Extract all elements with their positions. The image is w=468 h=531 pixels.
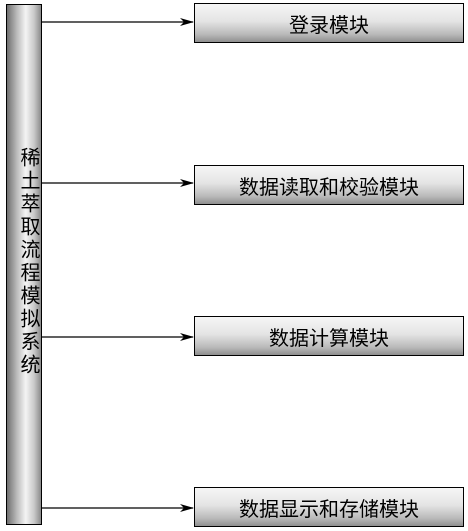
- module-box-data-read-verify: 数据读取和校验模块: [194, 165, 464, 205]
- system-root-box: 稀土萃取流程模拟系统: [6, 4, 42, 525]
- module-label-login: 登录模块: [289, 12, 369, 37]
- module-box-data-display-storage: 数据显示和存储模块: [194, 487, 464, 527]
- module-label-data-display-storage: 数据显示和存储模块: [239, 496, 419, 521]
- module-box-login: 登录模块: [194, 3, 464, 43]
- module-box-data-calculation: 数据计算模块: [194, 316, 464, 356]
- system-root-label: 稀土萃取流程模拟系统: [17, 147, 41, 377]
- module-label-data-read-verify: 数据读取和校验模块: [239, 174, 419, 199]
- module-label-data-calculation: 数据计算模块: [269, 325, 389, 350]
